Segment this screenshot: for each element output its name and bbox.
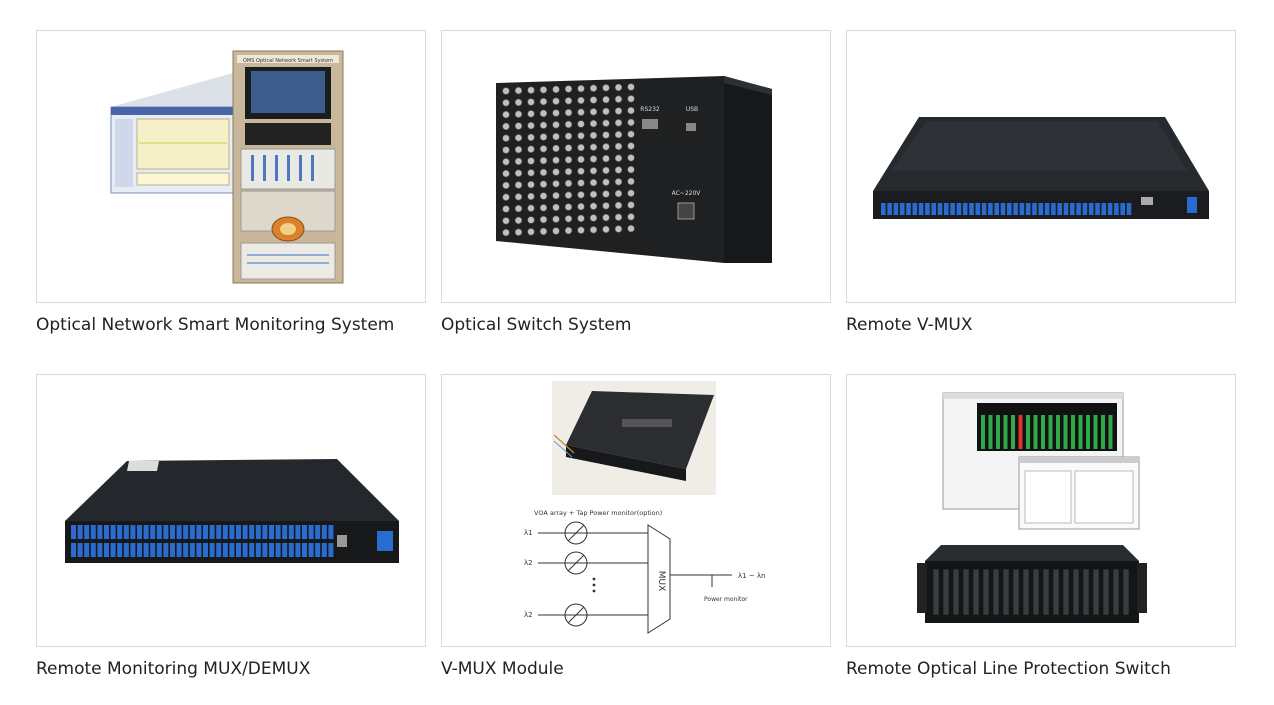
rack-vmux-image xyxy=(873,117,1209,219)
input-label-1: λ1 xyxy=(524,529,533,537)
monitoring-cabinet-image: OMS Optical Network Smart System xyxy=(110,50,344,284)
product-image-frame[interactable] xyxy=(846,30,1236,303)
rack-mux-demux-image xyxy=(65,459,399,563)
product-title[interactable]: Remote Optical Line Protection Switch xyxy=(846,659,1171,679)
diagram-header: VOA array + Tap Power monitor(option) xyxy=(534,509,662,517)
mux-label: MUX xyxy=(656,571,666,592)
product-title[interactable]: Remote Monitoring MUX/DEMUX xyxy=(36,659,311,679)
olp-switch-image xyxy=(917,392,1147,623)
rs232-label: RS232 xyxy=(640,106,660,113)
product-image-frame[interactable] xyxy=(36,374,426,647)
product-title[interactable]: V-MUX Module xyxy=(441,659,564,679)
optical-switch-chassis-image: RS232 USB AC~220V xyxy=(496,76,772,263)
input-label-2: λ2 xyxy=(524,559,533,567)
lc-port-grid xyxy=(71,525,334,557)
product-image-frame[interactable]: RS232 USB AC~220V xyxy=(441,30,831,303)
product-image-frame[interactable]: OMS Optical Network Smart System xyxy=(36,30,426,303)
product-image-frame[interactable]: VOA array + Tap Power monitor(option) λ1… xyxy=(441,374,831,647)
product-title[interactable]: Remote V-MUX xyxy=(846,315,973,335)
card-slot-row xyxy=(932,568,1130,616)
product-image-frame[interactable] xyxy=(846,374,1236,647)
output-label: λ1 ~ λn xyxy=(738,572,766,580)
lc-port-row xyxy=(881,203,1132,215)
connector-grid xyxy=(502,83,635,237)
usb-label: USB xyxy=(686,106,698,113)
power-monitor-label: Power monitor xyxy=(704,596,748,603)
product-title[interactable]: Optical Switch System xyxy=(441,315,632,335)
vmux-module-image: VOA array + Tap Power monitor(option) λ1… xyxy=(524,381,766,634)
ac-power-label: AC~220V xyxy=(672,190,702,197)
product-title[interactable]: Optical Network Smart Monitoring System xyxy=(36,315,395,335)
input-label-3: λ2 xyxy=(524,611,533,619)
cabinet-label: OMS Optical Network Smart System xyxy=(243,58,333,64)
channel-bar-chart xyxy=(981,415,1113,449)
